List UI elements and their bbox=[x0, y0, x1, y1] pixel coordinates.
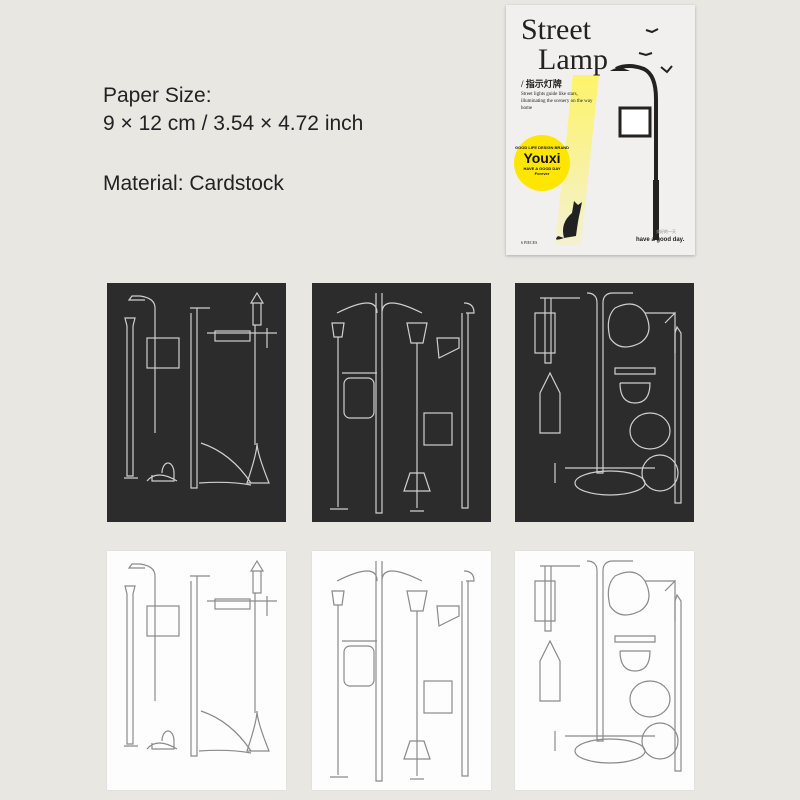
white-card-set-2 bbox=[312, 551, 491, 790]
product-package: Street Lamp / 指示灯牌 Street lights guide l… bbox=[506, 5, 695, 255]
youxi-badge: GOOD LIFE DESIGN BRAND Youxi HAVE A GOOD… bbox=[514, 135, 570, 191]
badge-forever-text: Forever bbox=[534, 171, 550, 176]
pieces-count: 6 PIECES bbox=[521, 240, 538, 245]
material-text: Material: Cardstock bbox=[103, 172, 284, 195]
badge-bottom-text: HAVE A GOOD DAY bbox=[523, 166, 561, 171]
package-subtitle: / 指示灯牌 bbox=[521, 79, 562, 89]
dark-card-set-2 bbox=[312, 283, 491, 522]
white-card-set-3 bbox=[515, 551, 694, 790]
badge-top-text: GOOD LIFE DESIGN BRAND bbox=[514, 145, 569, 150]
paper-size-label: Paper Size: bbox=[103, 84, 212, 107]
dark-card-set-1 bbox=[107, 283, 286, 522]
street-lamp-illustration bbox=[556, 28, 673, 240]
paper-size-value: 9 × 12 cm / 3.54 × 4.72 inch bbox=[103, 112, 364, 135]
footer-slogan: have a good day. bbox=[636, 237, 685, 243]
badge-brand: Youxi bbox=[523, 150, 561, 166]
package-description: Street lights guide like stars, illumina… bbox=[521, 92, 593, 111]
footer-cn: 美好的一天 bbox=[656, 229, 676, 234]
dark-card-set-3 bbox=[515, 283, 694, 522]
white-card-set-1 bbox=[107, 551, 286, 790]
package-title-line1: Street bbox=[521, 13, 591, 46]
package-title-line2: Lamp bbox=[538, 43, 608, 76]
